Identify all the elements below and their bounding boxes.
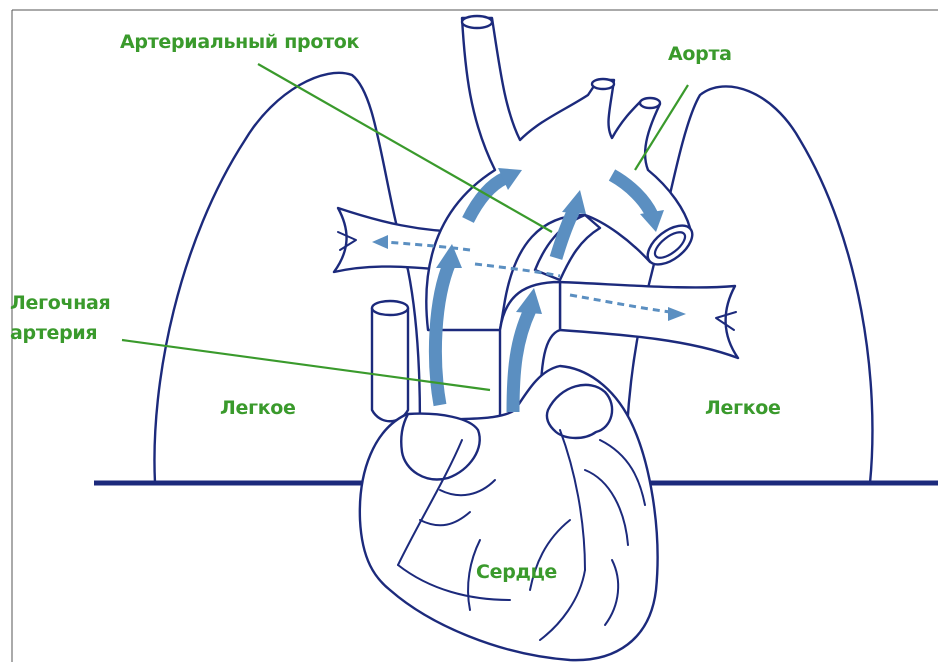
left-carotid-opening bbox=[592, 79, 614, 89]
label-ductus-arteriosus: Артериальный проток bbox=[120, 30, 359, 54]
label-right-lung: Легкое bbox=[705, 396, 781, 420]
label-pulmonary-artery-line1: Легочная bbox=[10, 291, 110, 315]
label-pulmonary-artery-line2: артерия bbox=[10, 321, 97, 345]
label-left-lung: Легкое bbox=[220, 396, 296, 420]
superior-vena-cava bbox=[372, 308, 408, 421]
brachiocephalic-opening bbox=[462, 16, 492, 28]
vena-cava-opening bbox=[372, 301, 408, 315]
label-heart: Сердце bbox=[476, 560, 557, 584]
left-subclavian-opening bbox=[640, 98, 660, 108]
label-aorta: Аорта bbox=[668, 42, 732, 66]
right-lung bbox=[626, 86, 873, 483]
